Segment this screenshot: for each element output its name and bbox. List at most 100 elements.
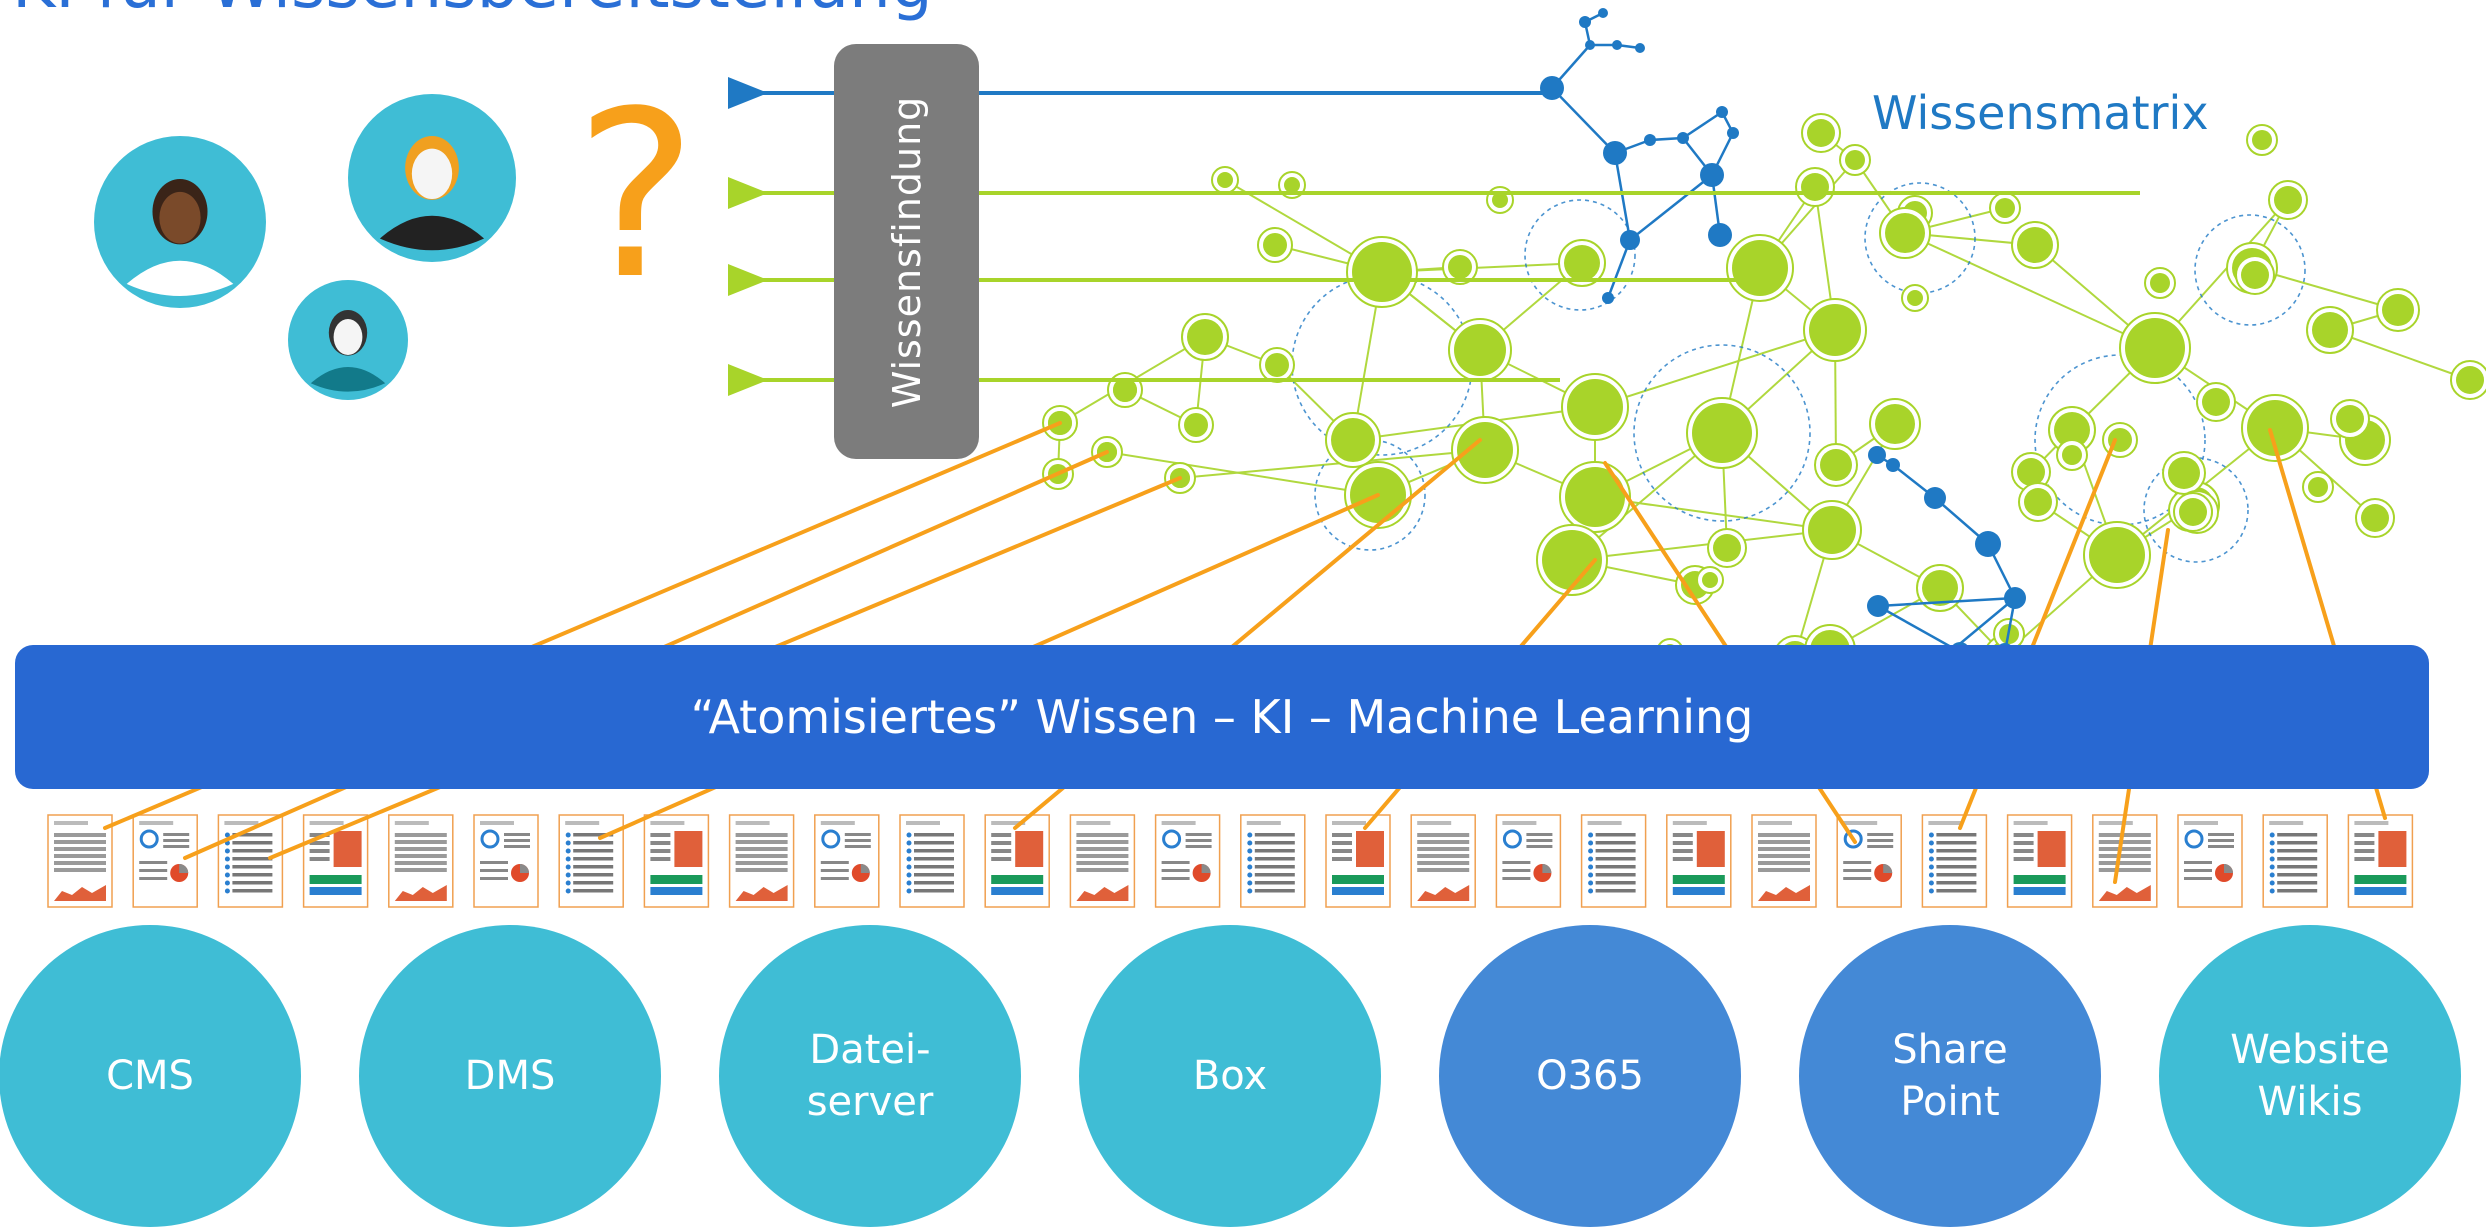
- document-line: [2354, 833, 2375, 837]
- document-line: [54, 868, 106, 872]
- document-chart: [1076, 885, 1129, 901]
- document-line: [2277, 841, 2318, 845]
- document-line: [650, 833, 671, 837]
- document-line: [309, 821, 344, 825]
- source-circle-dateiserver: Datei- server: [719, 925, 1021, 1227]
- avatar-shirt: [310, 367, 386, 392]
- document-line: [2013, 849, 2034, 853]
- matrix-node: [2241, 261, 2269, 289]
- user-avatar-icon: [288, 280, 408, 400]
- document-line: [1526, 845, 1553, 848]
- matrix-edge: [1594, 329, 1836, 408]
- source-label: DMS: [464, 1053, 556, 1099]
- document-icon: [217, 814, 284, 908]
- document-bullet: [1928, 848, 1934, 854]
- document-line: [573, 865, 614, 869]
- document-bullet: [2269, 872, 2275, 878]
- document-line: [1254, 841, 1295, 845]
- document-line: [2098, 868, 2151, 872]
- document-line: [1843, 869, 1872, 872]
- document-line: [1672, 849, 1693, 853]
- document-line: [1526, 839, 1553, 842]
- document-line: [2354, 849, 2375, 853]
- matrix-node: [1885, 213, 1925, 253]
- document-line: [1936, 833, 1977, 837]
- document-line: [1587, 821, 1622, 825]
- document-bullet: [1928, 856, 1934, 862]
- blue-node: [1635, 43, 1645, 53]
- document-bullet: [1247, 848, 1253, 854]
- document-line: [844, 845, 871, 848]
- dashed-halo: [1864, 182, 1976, 294]
- document-line: [844, 833, 871, 836]
- blue-node: [1708, 223, 1732, 247]
- dashed-halo: [2194, 214, 2306, 326]
- matrix-node: [2168, 457, 2200, 489]
- document-icon: [1069, 814, 1136, 908]
- matrix-node: [2202, 388, 2230, 416]
- document-line: [650, 821, 685, 825]
- document-line: [2013, 841, 2034, 845]
- document-line: [2098, 840, 2151, 844]
- document-line: [1843, 877, 1872, 880]
- matrix-node: [2054, 412, 2090, 448]
- document-block: [1696, 831, 1725, 867]
- blue-node: [1700, 163, 1724, 187]
- document-line: [573, 833, 614, 837]
- document-line: [1936, 849, 1977, 853]
- document-bullet: [906, 880, 912, 886]
- blue-node: [1598, 8, 1608, 18]
- document-line: [735, 854, 788, 858]
- blue-node: [1644, 134, 1656, 146]
- document-line: [1595, 833, 1636, 837]
- document-line: [480, 869, 508, 872]
- document-line: [309, 841, 330, 845]
- document-line: [1332, 857, 1352, 861]
- document-line: [1936, 841, 1977, 845]
- document-bullet: [906, 848, 912, 854]
- document-line: [54, 821, 88, 825]
- document-line: [820, 877, 849, 880]
- matrix-node: [1454, 324, 1506, 376]
- document-line: [1502, 869, 1531, 872]
- document-icon: [1154, 814, 1221, 908]
- matrix-edge: [1594, 496, 1833, 531]
- document-icon: [47, 814, 113, 908]
- avatar-face: [411, 148, 453, 199]
- matrix-node: [1809, 304, 1861, 356]
- document-line: [54, 833, 106, 837]
- matrix-node: [2150, 273, 2170, 293]
- document-line: [1867, 839, 1894, 842]
- matrix-node: [1907, 290, 1923, 306]
- document-icon: [473, 814, 539, 908]
- matrix-node: [1807, 119, 1835, 147]
- document-line: [914, 833, 954, 837]
- wissensfindung-label: Wissensfindung: [884, 95, 929, 408]
- document-line: [991, 857, 1012, 861]
- blue-edge: [1682, 110, 1723, 140]
- matrix-node: [2252, 130, 2272, 150]
- document-bar: [650, 887, 703, 895]
- blue-edge: [1551, 87, 1616, 154]
- document-line: [1185, 839, 1212, 842]
- document-line: [394, 868, 447, 872]
- document-bar: [1672, 875, 1725, 884]
- document-line: [914, 857, 954, 861]
- document-line: [1758, 861, 1810, 865]
- document-pie: [2224, 864, 2233, 873]
- document-icon: [558, 814, 624, 908]
- document-line: [573, 857, 614, 861]
- document-line: [1254, 889, 1295, 893]
- document-bullet: [1928, 864, 1934, 870]
- document-donut: [821, 829, 841, 849]
- document-line: [1076, 861, 1129, 865]
- document-bullet: [224, 880, 230, 886]
- document-line: [991, 841, 1012, 845]
- document-bullet: [906, 864, 912, 870]
- document-bullet: [2269, 848, 2275, 854]
- document-line: [504, 839, 530, 842]
- document-icon: [643, 814, 710, 908]
- document-line: [735, 861, 788, 865]
- matrix-node: [2382, 294, 2414, 326]
- document-bar: [2013, 887, 2066, 895]
